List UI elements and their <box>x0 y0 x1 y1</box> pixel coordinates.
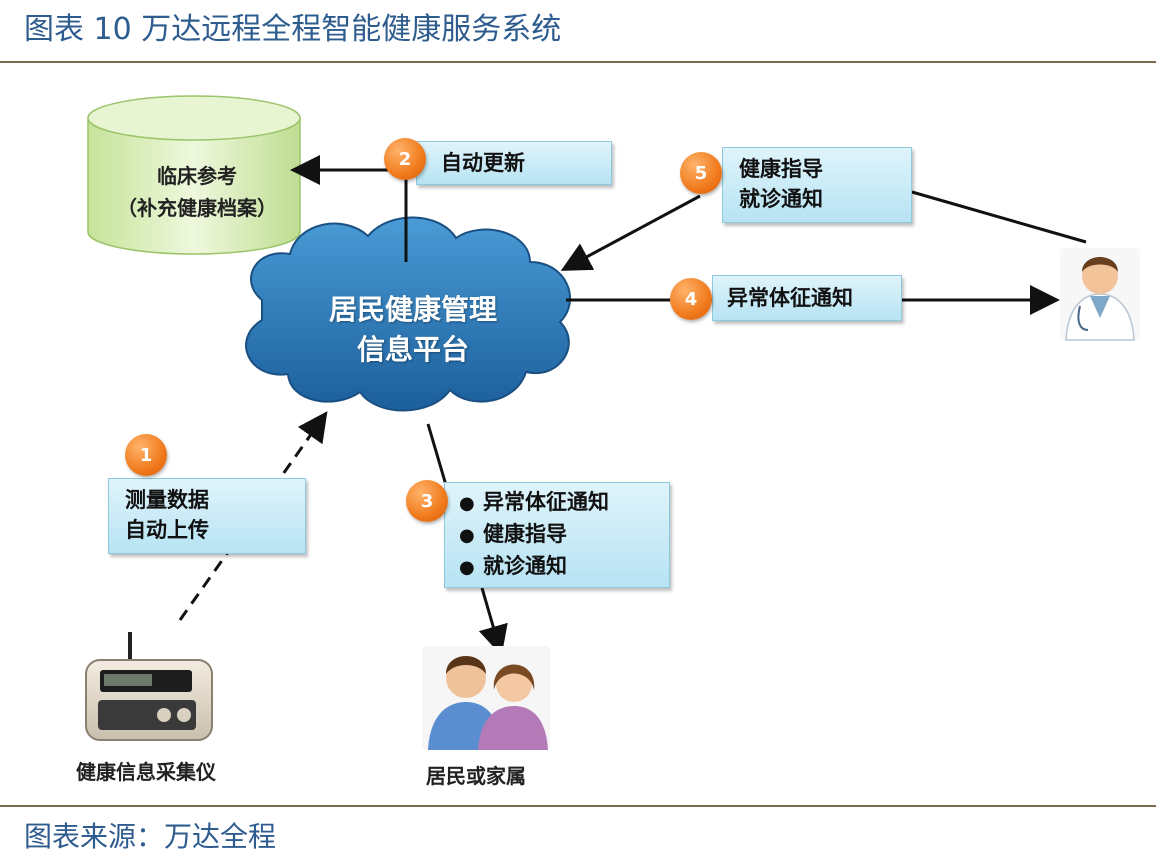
step-3-list: ●异常体征通知 ●健康指导 ●就诊通知 <box>459 487 669 583</box>
step-5-badge: 5 <box>680 152 722 194</box>
step-4-text: 异常体征通知 <box>727 285 853 310</box>
bullet-icon: ● <box>459 493 475 514</box>
residents-label: 居民或家属 <box>426 764 526 788</box>
step-3-item-2: ●健康指导 <box>459 519 669 551</box>
arrow-notice-to-residents <box>478 587 508 656</box>
step-3-item-1: ●异常体征通知 <box>459 487 669 519</box>
step-4-box: 异常体征通知 <box>712 275 902 321</box>
residents-icon <box>422 646 550 750</box>
platform-label: 居民健康管理 信息平台 <box>278 290 548 370</box>
step-3-badge: 3 <box>406 480 448 522</box>
step-2-box: 自动更新 <box>416 141 612 185</box>
step-5-box: 健康指导 就诊通知 <box>722 147 912 223</box>
line-cloud-to-notice <box>426 423 450 493</box>
database-label-line1: 临床参考 <box>157 164 237 188</box>
line-doctor-to-guidance <box>911 190 1087 244</box>
header-divider <box>0 61 1156 63</box>
step-2-badge: 2 <box>384 138 426 180</box>
step-1-line1: 测量数据 <box>125 487 209 512</box>
step-1-box: 测量数据 自动上传 <box>108 478 306 554</box>
platform-label-line2: 信息平台 <box>356 333 469 366</box>
step-1-line2: 自动上传 <box>125 517 209 542</box>
bullet-icon: ● <box>459 557 475 578</box>
database-icon <box>87 95 301 255</box>
device-label: 健康信息采集仪 <box>76 760 216 784</box>
step-2-text: 自动更新 <box>441 150 525 175</box>
device-icon <box>85 632 213 741</box>
step-3-item-3: ●就诊通知 <box>459 551 669 583</box>
step-5-line1: 健康指导 <box>739 156 823 181</box>
bullet-icon: ● <box>459 525 475 546</box>
header: 图表 10 万达远程全程智能健康服务系统 <box>0 0 1156 60</box>
footer-divider <box>0 805 1156 807</box>
step-5-line2: 就诊通知 <box>739 186 823 211</box>
database-label-line2: （补充健康档案） <box>117 196 277 220</box>
page-title: 图表 10 万达远程全程智能健康服务系统 <box>24 12 562 47</box>
step-3-box: ●异常体征通知 ●健康指导 ●就诊通知 <box>444 482 670 588</box>
cloud-icon <box>245 216 571 412</box>
source-note: 图表来源：万达全程 <box>24 820 277 853</box>
step-4-badge: 4 <box>670 278 712 320</box>
step-1-badge: 1 <box>125 434 167 476</box>
database-label: 临床参考 （补充健康档案） <box>92 160 302 224</box>
doctor-icon <box>1060 248 1140 341</box>
platform-label-line1: 居民健康管理 <box>328 293 497 326</box>
arrow-guidance-to-cloud <box>560 194 701 271</box>
